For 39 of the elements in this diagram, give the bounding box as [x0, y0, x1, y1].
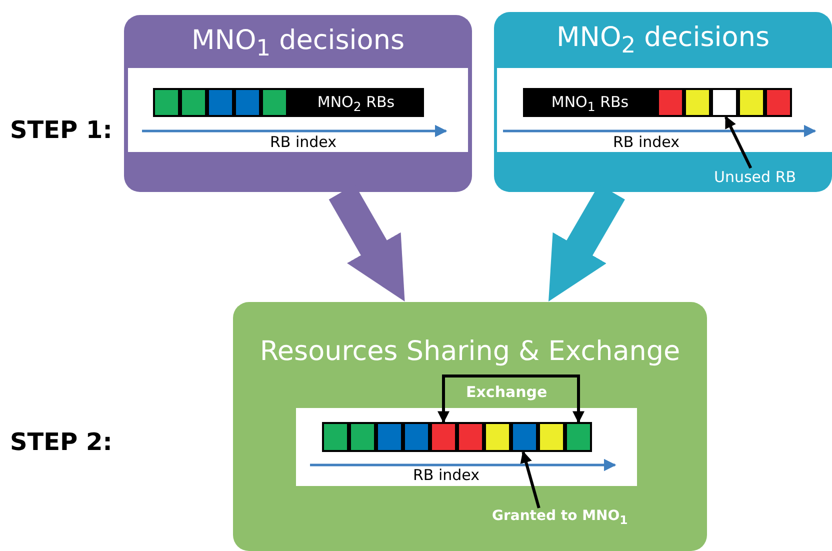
resource-block	[684, 88, 711, 117]
reserved-blocks-bar: MNO$_{1}$ RBs	[523, 88, 657, 117]
step-label: STEP 1:	[10, 116, 112, 144]
resource-block	[457, 422, 484, 452]
resource-block	[180, 88, 207, 117]
decision-panel	[494, 12, 832, 192]
resource-block	[261, 88, 288, 117]
resource-block	[207, 88, 234, 117]
resource-block	[430, 422, 457, 452]
exchange-arrow	[438, 374, 584, 424]
decision-panel	[124, 15, 472, 192]
panel-title: Resources Sharing & Exchange	[258, 335, 682, 369]
resource-block	[234, 88, 261, 117]
sharing-panel	[233, 302, 707, 551]
resource-block	[153, 88, 180, 117]
axis-label: RB index	[270, 133, 337, 151]
resource-block	[711, 88, 738, 117]
resource-block	[511, 422, 538, 452]
resource-block	[657, 88, 684, 117]
resource-block	[565, 422, 592, 452]
reserved-blocks-bar: MNO$_{2}$ RBs	[288, 88, 424, 117]
edge-label: Exchange	[466, 383, 548, 401]
callout-text: Unused RB	[712, 168, 798, 190]
callout-text: Granted to MNO$_{1}$	[490, 508, 630, 534]
panel-title: MNO$_{2}$ decisions	[555, 21, 771, 60]
resource-block	[349, 422, 376, 452]
resource-block	[484, 422, 511, 452]
axis-label: RB index	[613, 133, 680, 151]
step-label: STEP 2:	[10, 428, 112, 456]
resource-block	[765, 88, 792, 117]
resource-block	[538, 422, 565, 452]
resource-block	[403, 422, 430, 452]
resource-block	[376, 422, 403, 452]
leader-line	[520, 450, 540, 508]
resource-block	[738, 88, 765, 117]
leader-line	[724, 116, 752, 169]
resource-block	[322, 422, 349, 452]
axis-label: RB index	[413, 466, 480, 484]
panel-title: MNO$_{1}$ decisions	[190, 24, 406, 64]
